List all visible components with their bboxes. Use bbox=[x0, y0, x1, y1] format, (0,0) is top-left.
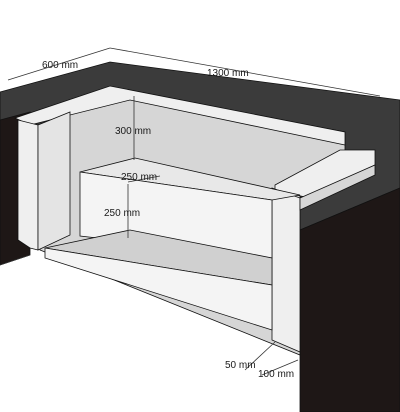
upper-shelf-height-label: 300 mm bbox=[115, 126, 151, 137]
length-dim-line bbox=[109, 47, 381, 97]
length-label: 1300 mm bbox=[207, 68, 249, 79]
lower-shelf-height-label: 250 mm bbox=[104, 208, 140, 219]
left-end-panel-inner bbox=[37, 111, 71, 251]
left-end-panel-face bbox=[17, 119, 39, 251]
right-end-panel-face bbox=[271, 187, 301, 353]
thickness-dim-line bbox=[261, 359, 299, 376]
right-end-panel-side bbox=[299, 164, 376, 211]
shelf-depth-label: 250 mm bbox=[121, 172, 157, 183]
gap-label: 50 mm bbox=[225, 360, 256, 371]
left-edge-dim-line bbox=[0, 254, 31, 266]
shelf-depth-dim-line bbox=[127, 175, 161, 183]
depth-label: 600 mm bbox=[42, 60, 78, 71]
depth-dim-line bbox=[7, 47, 111, 81]
gap-dim-line bbox=[244, 341, 276, 371]
lower-shelf-front bbox=[44, 247, 273, 331]
board-thickness-label: 100 mm bbox=[258, 369, 294, 380]
